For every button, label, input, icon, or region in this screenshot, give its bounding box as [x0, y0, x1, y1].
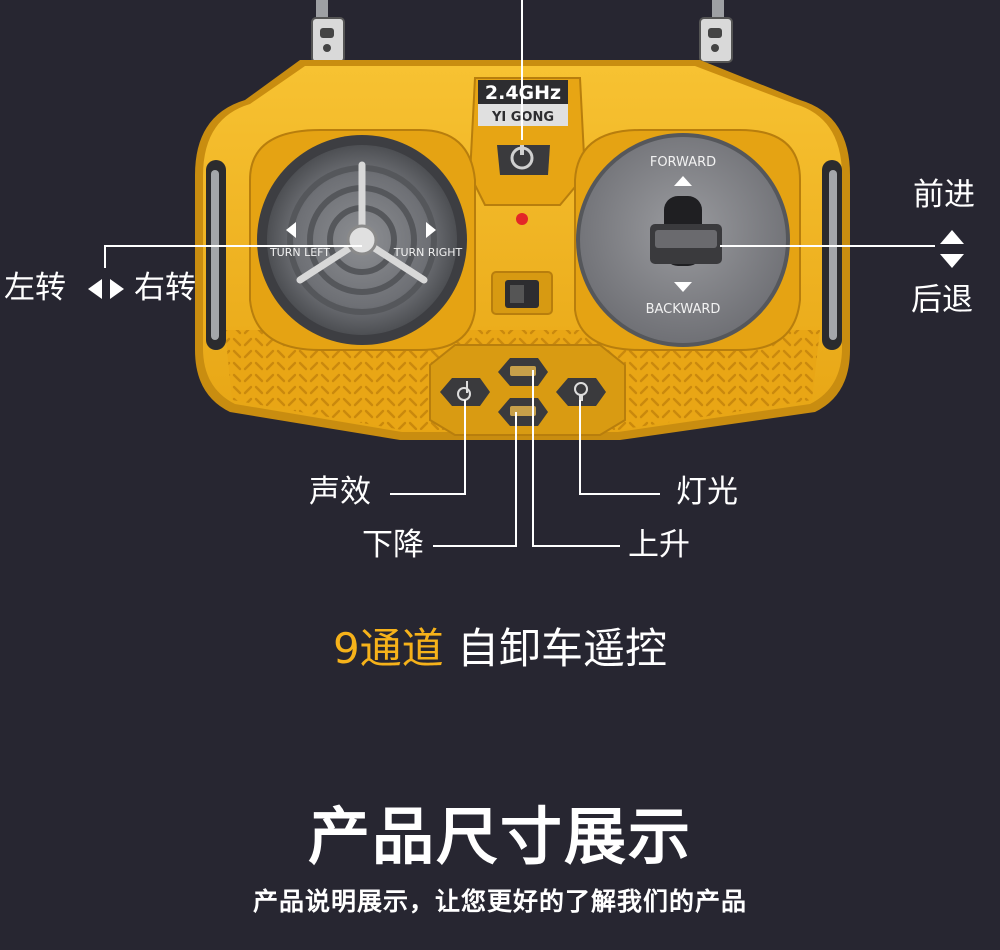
section-title: 产品尺寸展示: [307, 800, 692, 873]
callout-raise: 上升: [628, 527, 690, 563]
backward-label: BACKWARD: [646, 302, 721, 317]
left-stick-left-label: TURN LEFT: [269, 246, 330, 259]
callout-lines: [104, 0, 935, 547]
callout-lower: 下降: [362, 527, 424, 563]
sound-button[interactable]: [440, 378, 490, 406]
forward-label: FORWARD: [650, 155, 716, 170]
callout-sound: 声效: [309, 474, 371, 510]
remote-control-illustration: 2.4GHz YI GONG TURN LEFT TURN RIGHT FORW…: [104, 0, 935, 547]
antenna-right-icon: [699, 0, 733, 63]
mode-switch[interactable]: [491, 271, 553, 315]
section-subtitle: 产品说明展示，让您更好的了解我们的产品: [252, 887, 747, 916]
light-button[interactable]: [556, 378, 606, 406]
callout-backward: 后退: [911, 282, 973, 318]
up-down-arrows-icon: [938, 228, 966, 274]
headline-accent: 9通道: [332, 624, 444, 673]
callout-left-turn: 左转: [4, 270, 66, 306]
callout-right-turn: 右转: [134, 270, 196, 306]
left-stick-right-label: TURN RIGHT: [393, 246, 463, 259]
power-button[interactable]: [497, 145, 550, 175]
callout-forward: 前进: [913, 177, 975, 213]
throttle-stick[interactable]: [650, 196, 722, 266]
callout-light: 灯光: [676, 474, 738, 510]
raise-button[interactable]: [498, 358, 548, 386]
left-right-arrows-icon: [84, 277, 128, 305]
antenna-left-icon: [311, 0, 345, 63]
headline-rest: 自卸车遥控: [457, 624, 668, 673]
status-led: [516, 213, 528, 225]
product-headline: 9通道 自卸车遥控: [0, 628, 1000, 670]
